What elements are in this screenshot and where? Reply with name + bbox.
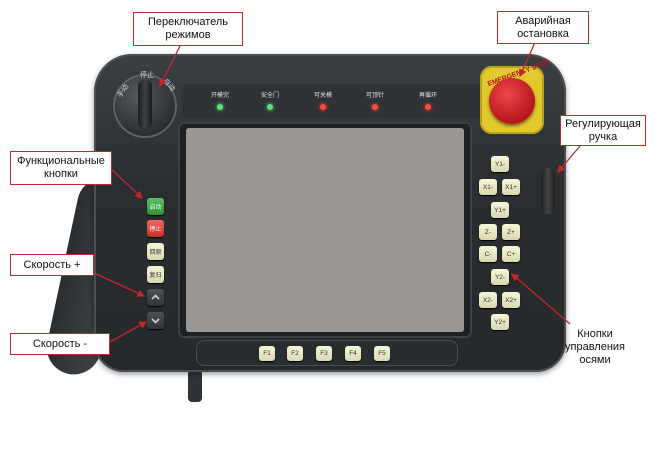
indicator-label: 安全门	[260, 93, 279, 99]
axis-key-x2-minus[interactable]: X2-	[479, 292, 497, 308]
indicator-label: 开模完	[210, 93, 229, 99]
callout-function-buttons: Функциональные кнопки	[10, 151, 112, 185]
axis-key-x1-plus[interactable]: X1+	[502, 179, 520, 195]
led-red	[425, 104, 431, 110]
f1-key[interactable]: F1	[259, 346, 275, 361]
axis-key-c-minus[interactable]: C-	[479, 246, 497, 262]
display-screen[interactable]	[186, 128, 464, 332]
indicator-label: 可顶针	[365, 93, 384, 99]
axis-key-z-plus[interactable]: Z+	[502, 224, 520, 240]
f3-key[interactable]: F3	[316, 346, 332, 361]
callout-emergency-stop: Аварийная остановка	[497, 11, 589, 44]
callout-speed-minus: Скорость -	[10, 333, 110, 355]
axis-key-x1-minus[interactable]: X1-	[479, 179, 497, 195]
chevron-up-icon	[151, 294, 160, 300]
home-key[interactable]: 回原	[147, 243, 164, 260]
axis-key-y2-minus[interactable]: Y2-	[491, 269, 509, 285]
axis-key-y1-plus[interactable]: Y1+	[491, 202, 509, 218]
led-green	[217, 104, 223, 110]
callout-axis-buttons: Кнопки управления осями	[565, 327, 625, 366]
emergency-stop-button[interactable]	[489, 78, 535, 124]
chevron-down-icon	[151, 318, 160, 324]
led-green	[267, 104, 273, 110]
start-key[interactable]: 启动	[147, 198, 164, 215]
callout-mode-switch: Переключатель режимов	[133, 12, 243, 46]
indicator-label: 再循环	[418, 93, 437, 99]
indicator-bar	[182, 84, 482, 118]
axis-key-y2-plus[interactable]: Y2+	[491, 314, 509, 330]
axis-key-x2-plus[interactable]: X2+	[502, 292, 520, 308]
adjust-knob[interactable]	[541, 168, 555, 214]
reset-key[interactable]: 复归	[147, 266, 164, 283]
callout-speed-plus: Скорость +	[10, 254, 94, 276]
axis-key-z-minus[interactable]: Z-	[479, 224, 497, 240]
led-red	[372, 104, 378, 110]
callout-adjust-knob: Регулирующая ручка	[560, 115, 646, 146]
mode-switch-handle[interactable]	[138, 80, 152, 128]
f5-key[interactable]: F5	[374, 346, 390, 361]
cable	[188, 370, 202, 402]
f4-key[interactable]: F4	[345, 346, 361, 361]
speed-plus-key[interactable]	[147, 289, 164, 306]
axis-key-c-plus[interactable]: C+	[502, 246, 520, 262]
indicator-label: 可关模	[313, 93, 332, 99]
speed-minus-key[interactable]	[147, 312, 164, 329]
axis-key-y1-minus[interactable]: Y1-	[491, 156, 509, 172]
led-red	[320, 104, 326, 110]
stop-key[interactable]: 停止	[147, 220, 164, 237]
mode-label-stop: 停止	[140, 72, 154, 79]
f2-key[interactable]: F2	[287, 346, 303, 361]
